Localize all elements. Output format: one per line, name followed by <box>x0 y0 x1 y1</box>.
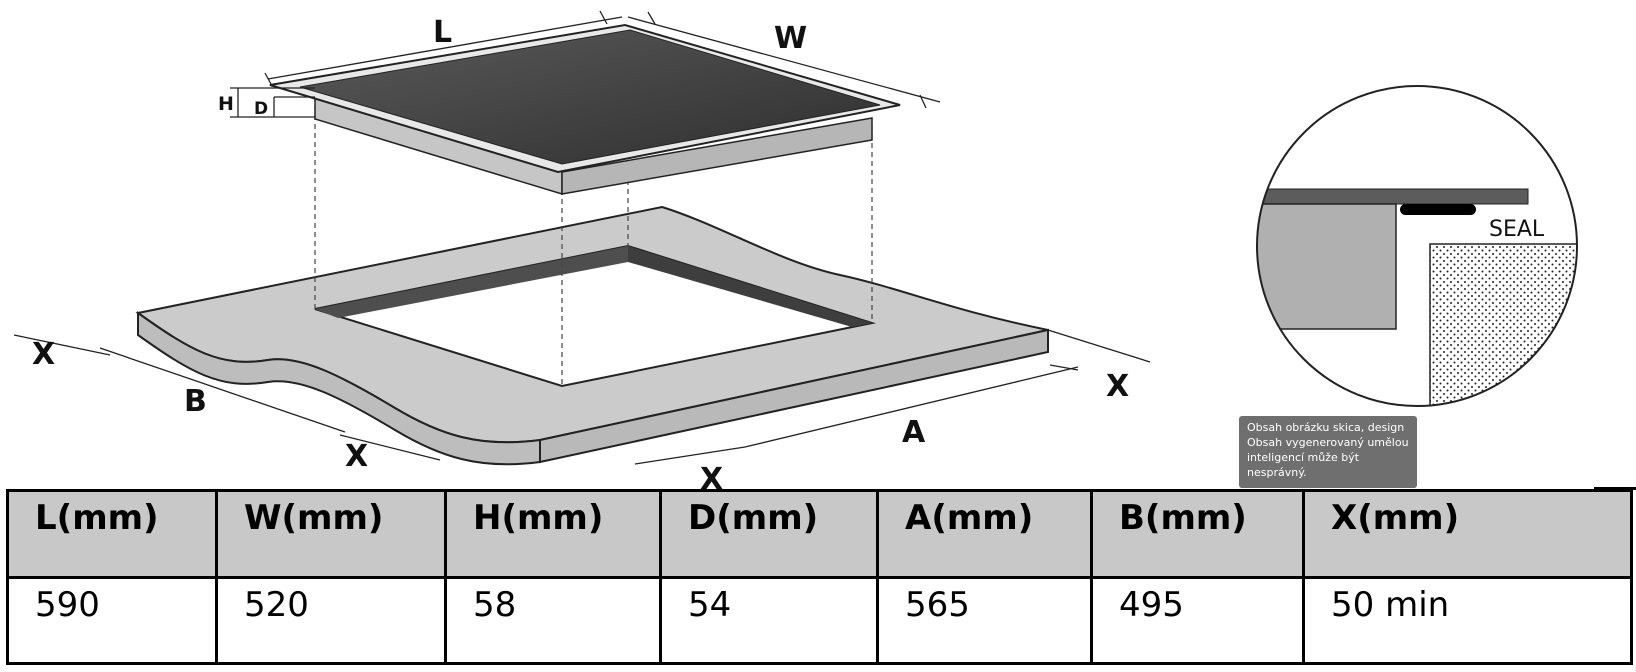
notice-line: Obsah vygenerovaný umělou <box>1247 436 1409 449</box>
value-w: 520 <box>215 576 447 665</box>
header-d: D(mm) <box>659 489 879 579</box>
installation-diagram: L W H D X B X A X X SEAL <box>13 10 1578 490</box>
header-h: H(mm) <box>444 489 662 579</box>
label-x-right: X <box>1106 369 1129 404</box>
hob <box>269 23 901 196</box>
label-w: W <box>774 21 807 56</box>
projection-lines <box>314 97 873 386</box>
value-b: 495 <box>1090 576 1305 665</box>
dimensions-table: L(mm) W(mm) H(mm) D(mm) A(mm) B(mm) X(mm… <box>6 489 1633 665</box>
label-x-bottom: X <box>700 462 723 490</box>
notice-line: inteligencí může být <box>1247 451 1360 464</box>
label-a: A <box>902 415 926 450</box>
label-l: L <box>433 15 452 50</box>
table-row: 590 520 58 54 565 495 50 min <box>6 576 1633 665</box>
notice-line: nesprávný. <box>1247 466 1307 479</box>
label-b: B <box>184 384 207 419</box>
table-header-row: L(mm) W(mm) H(mm) D(mm) A(mm) B(mm) X(mm… <box>6 489 1633 579</box>
notice-line: Obsah obrázku skica, design <box>1247 421 1405 434</box>
seal-strip <box>1400 204 1476 215</box>
value-h: 58 <box>444 576 662 665</box>
header-b: B(mm) <box>1090 489 1305 579</box>
label-x-bottom-left: X <box>345 439 368 474</box>
table-edge <box>1594 487 1636 490</box>
dimension-lines <box>13 10 1151 465</box>
label-h: H <box>218 93 234 115</box>
cutout <box>314 244 876 388</box>
header-a: A(mm) <box>876 489 1093 579</box>
header-x: X(mm) <box>1302 489 1633 579</box>
label-d: D <box>254 99 268 119</box>
ai-notice-tooltip: Obsah obrázku skica, design Obsah vygene… <box>1239 416 1417 488</box>
value-x: 50 min <box>1302 576 1633 665</box>
header-l: L(mm) <box>6 489 218 579</box>
value-a: 565 <box>876 576 1093 665</box>
label-x-left: X <box>32 337 55 372</box>
value-l: 590 <box>6 576 218 665</box>
value-d: 54 <box>659 576 879 665</box>
seal-detail: SEAL <box>1256 85 1578 407</box>
header-w: W(mm) <box>215 489 447 579</box>
seal-label: SEAL <box>1489 217 1545 242</box>
